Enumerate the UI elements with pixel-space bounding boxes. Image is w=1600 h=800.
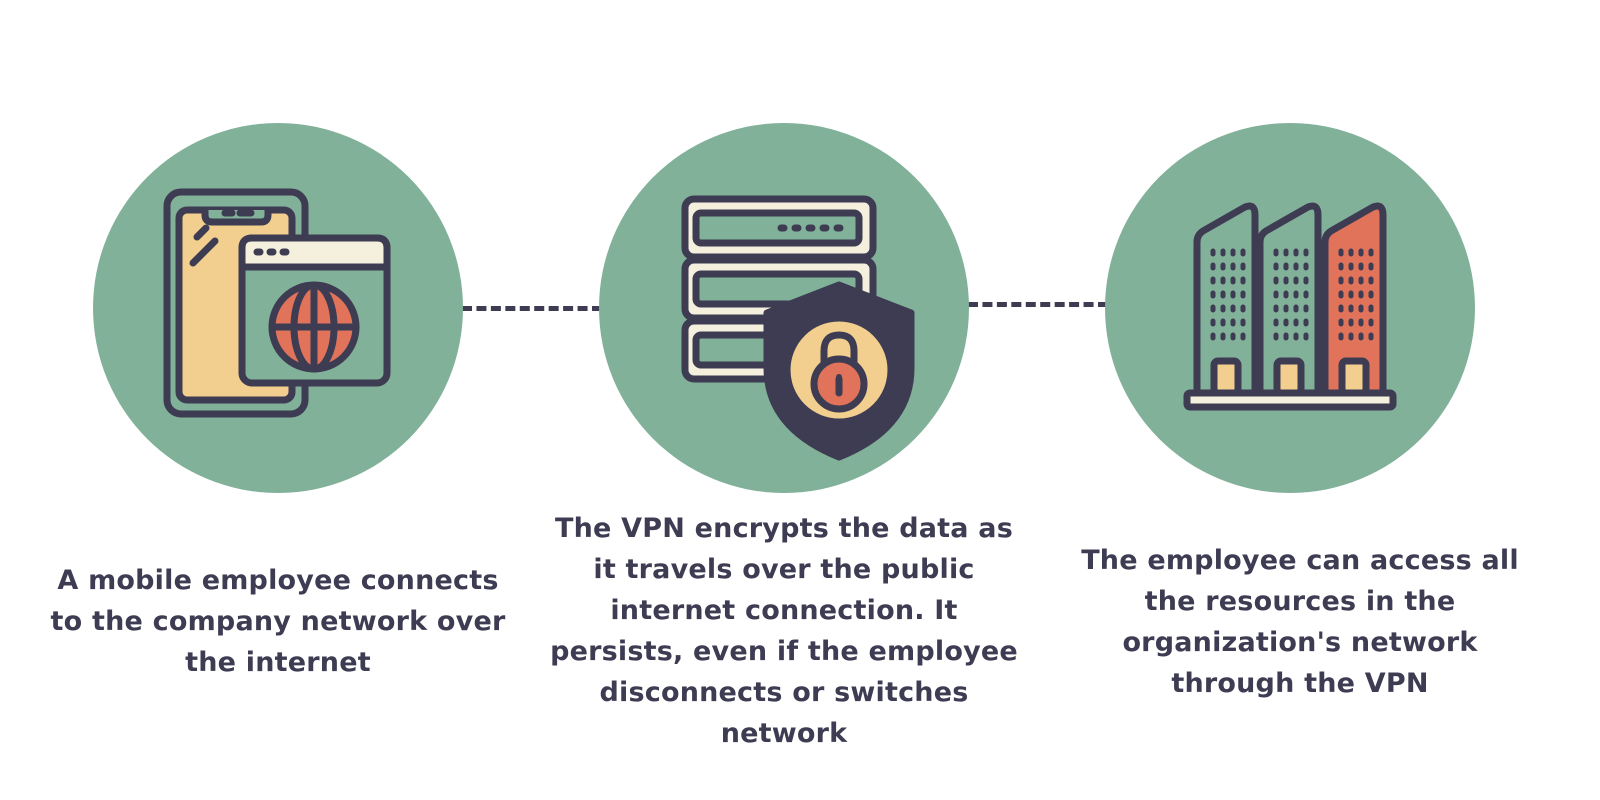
step-1-caption: A mobile employee connects to the compan…: [50, 565, 506, 678]
step-1-circle: [93, 123, 463, 493]
step-2-circle: [599, 123, 969, 493]
step-3-caption: The employee can access all the resource…: [1081, 545, 1519, 699]
office-buildings-icon: [1183, 202, 1397, 411]
step-3-circle: [1105, 123, 1475, 493]
server-shield-lock-icon: [681, 195, 915, 461]
connector-line-2: [968, 302, 1108, 307]
step-2-caption: The VPN encrypts the data as it travels …: [550, 513, 1018, 749]
mobile-browser-globe-icon: [163, 188, 391, 418]
connector-line-1: [462, 306, 602, 311]
